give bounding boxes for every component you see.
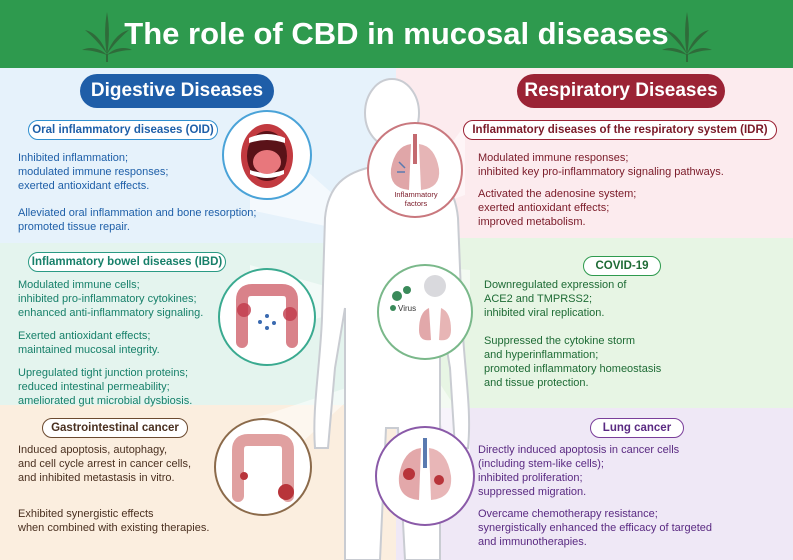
lung-cancer-text-2: Overcame chemotherapy resistance; synerg… (478, 508, 712, 548)
lungs-inflamed-icon (367, 122, 463, 218)
page-title: The role of CBD in mucosal diseases (124, 16, 669, 51)
idr-text-1: Modulated immune responses; inhibited ke… (478, 152, 724, 178)
ibd-title: Inflammatory bowel diseases (IBD) (28, 252, 226, 272)
cannabis-leaf-icon (82, 12, 132, 62)
cannabis-leaf-icon (662, 12, 712, 62)
respiratory-header: Respiratory Diseases (517, 74, 725, 108)
inflammatory-factors-label: Inflammatory factors (394, 190, 438, 208)
covid-text-2: Suppressed the cytokine storm and hyperi… (484, 335, 662, 389)
idr-title: Inflammatory diseases of the respiratory… (463, 120, 777, 140)
idr-text-2: Activated the adenosine system; exerted … (478, 188, 637, 228)
gi-title: Gastrointestinal cancer (42, 418, 188, 438)
virus-label: Virus (398, 304, 417, 313)
lung-cancer-title: Lung cancer (590, 418, 684, 438)
gi-text-1: Induced apoptosis, autophagy, and cell c… (18, 444, 192, 484)
ibd-text-2: Exerted antioxidant effects; maintained … (18, 330, 160, 356)
lung-cancer-text-1: Directly induced apoptosis in cancer cel… (478, 444, 680, 498)
covid-title: COVID-19 (583, 256, 661, 276)
ibd-text-3: Upregulated tight junction proteins; red… (18, 367, 193, 407)
gi-text-2: Exhibited synergistic effects when combi… (18, 508, 210, 534)
colon-tumor-icon (214, 418, 312, 516)
colon-icon (218, 268, 316, 366)
covid-text-1: Downregulated expression of ACE2 and TMP… (484, 279, 627, 319)
virus-lungs-icon (377, 264, 473, 360)
digestive-header: Digestive Diseases (80, 74, 274, 108)
mouth-icon (222, 110, 312, 200)
lung-tumor-icon (375, 426, 475, 526)
oid-text-2: Alleviated oral inflammation and bone re… (18, 207, 257, 233)
oid-title: Oral inflammatory diseases (OID) (28, 120, 218, 140)
title-bar (0, 0, 793, 68)
oid-text-1: Inhibited inflammation; modulated immune… (18, 152, 169, 192)
ibd-text-1: Modulated immune cells; inhibited pro-in… (18, 279, 204, 319)
